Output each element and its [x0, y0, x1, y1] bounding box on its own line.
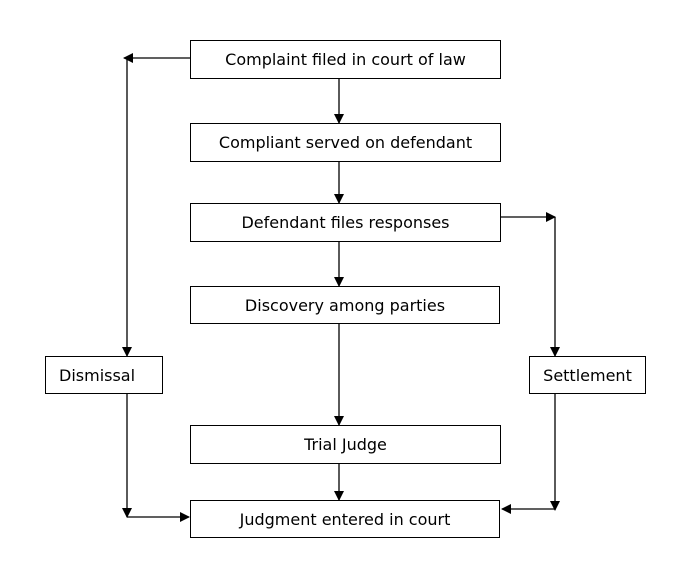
node-complaint-filed: Complaint filed in court of law [190, 40, 501, 79]
node-settlement: Settlement [529, 356, 646, 394]
node-label: Discovery among parties [244, 295, 446, 315]
node-label: Dismissal [59, 365, 136, 385]
node-label: Complaint filed in court of law [225, 50, 466, 69]
node-discovery: Discovery among parties [190, 286, 500, 324]
node-label: Compliant served on defendant [218, 133, 473, 152]
node-label: Settlement [543, 365, 632, 385]
node-trial-judge: Trial Judge [190, 425, 501, 464]
node-label: Defendant files responses [241, 213, 450, 232]
node-complaint-served: Compliant served on defendant [190, 123, 501, 162]
node-dismissal: Dismissal [45, 356, 163, 394]
node-label: Trial Judge [304, 435, 387, 454]
node-judgment: Judgment entered in court [190, 500, 500, 538]
node-label: Judgment entered in court [239, 509, 451, 529]
node-defendant-responses: Defendant files responses [190, 203, 501, 242]
